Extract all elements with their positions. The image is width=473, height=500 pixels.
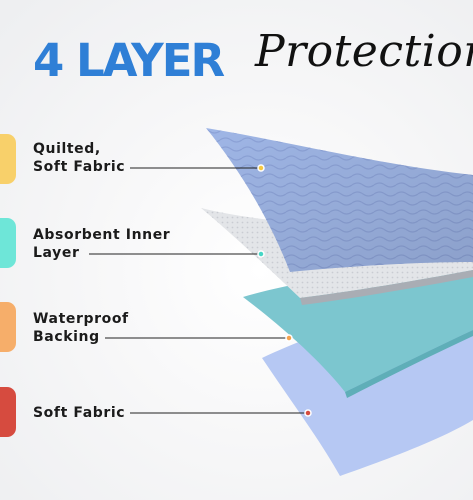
label-line: Layer [33,245,80,261]
label-line: Soft Fabric [33,159,126,175]
label-line: Quilted, [33,141,101,157]
waterproof-layer-edge [345,330,473,398]
absorbent-layer-edge [300,270,473,305]
label-line: Backing [33,329,100,345]
label-quilted-soft-fabric: Quilted, Soft Fabric [33,140,125,176]
label-absorbent-inner-layer: Absorbent Inner Layer [33,226,170,262]
marker-dot-waterproof [285,334,293,342]
title-protection: Protection [255,26,473,77]
absorbent-color-tab [0,218,16,268]
title-4-layer: 4 LAYER [33,34,225,87]
waterproof-color-tab [0,302,16,352]
label-line: Waterproof [33,311,129,327]
label-line: Absorbent Inner [33,227,171,243]
soft-fabric-color-tab [0,387,16,437]
quilted-layer-shade [206,128,473,272]
marker-dot-quilted [257,164,265,172]
marker-dot-soft-fabric [304,409,312,417]
marker-dot-absorbent [257,250,265,258]
label-line: Soft Fabric [33,405,126,421]
label-soft-fabric: Soft Fabric [33,404,125,422]
label-waterproof-backing: Waterproof Backing [33,310,129,346]
quilted-color-tab [0,134,16,184]
